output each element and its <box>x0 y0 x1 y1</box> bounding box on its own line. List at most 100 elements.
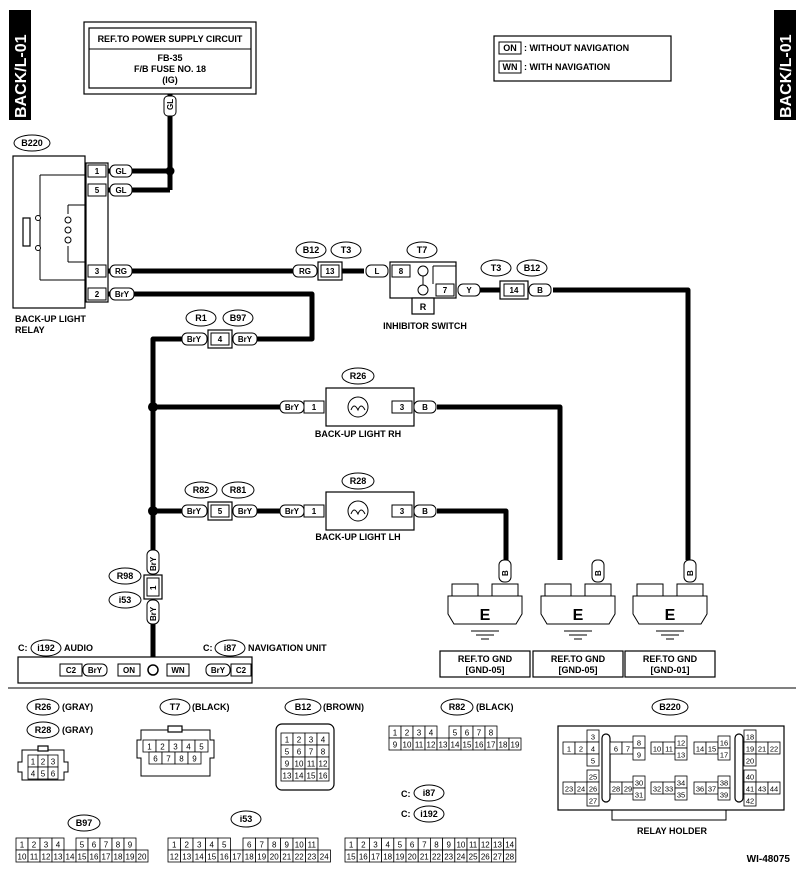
svg-text:R82: R82 <box>449 702 466 712</box>
pin-label: 11 <box>469 841 478 850</box>
pin-label: 6 <box>297 748 302 757</box>
svg-text:1: 1 <box>312 403 317 412</box>
pin-label: 19 <box>395 853 404 862</box>
pin-label: 6 <box>51 770 56 779</box>
pin-label: 24 <box>456 853 465 862</box>
svg-text:Y: Y <box>466 286 472 295</box>
svg-text:2: 2 <box>95 290 100 299</box>
relay-b220: B220 1 5 3 2 BACK-UP LIGHT RELAY <box>12 134 109 335</box>
pin-label: 3 <box>173 743 178 752</box>
pin-label: 25 <box>589 773 597 782</box>
power-ref-title: REF.TO POWER SUPPLY CIRCUIT <box>98 34 243 44</box>
pin-label: 23 <box>444 853 453 862</box>
svg-text:(BROWN): (BROWN) <box>323 702 364 712</box>
pin-label: 12 <box>481 841 490 850</box>
pin-label: 32 <box>653 785 661 794</box>
pin-label: 3 <box>373 841 378 850</box>
svg-text:13: 13 <box>326 267 335 276</box>
pin-label: 14 <box>66 853 75 862</box>
svg-text:i192: i192 <box>37 643 55 653</box>
ground-wire-label: B <box>501 570 510 576</box>
pin-label: 4 <box>321 736 326 745</box>
pin-label: 8 <box>116 841 121 850</box>
power-ref-line2: F/B FUSE NO. 18 <box>134 64 206 74</box>
pin-label: 12 <box>170 853 179 862</box>
svg-text:L: L <box>375 267 380 276</box>
svg-text:T7: T7 <box>170 702 181 712</box>
pin-label: 22 <box>770 745 778 754</box>
pin-label: 6 <box>247 841 252 850</box>
ground-ref-title: REF.TO GND <box>458 654 513 664</box>
pin-label: 5 <box>591 757 595 766</box>
pin-label: 18 <box>114 853 123 862</box>
pin-label: 11 <box>30 853 39 862</box>
lamp-rh-name: BACK-UP LIGHT RH <box>315 429 401 439</box>
pin-label: 18 <box>383 853 392 862</box>
pin-label: 19 <box>511 741 520 750</box>
ground-symbol: E <box>480 607 491 624</box>
ground-ref-title: REF.TO GND <box>551 654 606 664</box>
svg-text:NAVIGATION UNIT: NAVIGATION UNIT <box>248 643 327 653</box>
pin-label: 24 <box>577 785 585 794</box>
svg-text:BrY: BrY <box>238 507 253 516</box>
pin-label: 37 <box>708 785 716 794</box>
pin-label: 7 <box>422 841 427 850</box>
splice-rh <box>148 402 158 412</box>
svg-text:3: 3 <box>400 507 405 516</box>
svg-text:4: 4 <box>218 335 223 344</box>
pin-label: 2 <box>41 758 46 767</box>
pin-label: 7 <box>260 841 265 850</box>
svg-text:GL: GL <box>115 167 126 176</box>
svg-text:C:: C: <box>18 643 28 653</box>
svg-text:3: 3 <box>400 403 405 412</box>
pin-label: 28 <box>612 785 620 794</box>
audio-nav-section: C: i192 AUDIO C: i87 NAVIGATION UNIT C2 … <box>17 639 327 684</box>
svg-text:C2: C2 <box>236 666 247 675</box>
pin-label: 10 <box>456 841 465 850</box>
joint-connector-13: B12 T3 RG 13 <box>292 241 362 281</box>
power-ref-line1: FB-35 <box>157 53 182 63</box>
svg-text:14: 14 <box>510 286 519 295</box>
power-supply-ref-box: REF.TO POWER SUPPLY CIRCUIT FB-35 F/B FU… <box>83 21 257 95</box>
pin-label: 11 <box>307 760 316 769</box>
svg-text:RG: RG <box>299 267 311 276</box>
pin-label: 2 <box>405 729 410 738</box>
pin-label: 5 <box>41 770 46 779</box>
pin-label: 3 <box>417 729 422 738</box>
svg-text:WN: WN <box>171 666 185 675</box>
pin-label: 28 <box>505 853 514 862</box>
conn-r28: R28 (GRAY) <box>17 721 93 781</box>
pin-label: 25 <box>469 853 478 862</box>
pin-label: 8 <box>434 841 439 850</box>
pin-label: 1 <box>567 745 571 754</box>
pin-label: 1 <box>349 841 354 850</box>
pin-label: 42 <box>746 797 754 806</box>
splice-top <box>165 166 175 176</box>
pin-label: 21 <box>420 853 429 862</box>
pin-label: 9 <box>446 841 451 850</box>
pin-label: 10 <box>295 841 304 850</box>
legend-text-on: : WITHOUT NAVIGATION <box>524 43 629 53</box>
page-code-left: BACK/L-01 <box>13 34 30 118</box>
relay-wire-labels: GL GL RG BrY <box>109 164 135 301</box>
pin-label: 1 <box>20 841 25 850</box>
backup-light-rh: R26 BrY 1 3 B BACK-UP LIGHT RH <box>279 367 437 439</box>
pin-label: 41 <box>746 785 754 794</box>
pin-label: 3 <box>197 841 202 850</box>
svg-text:i192: i192 <box>420 809 438 819</box>
ground-ref-id: [GND-01] <box>650 665 689 675</box>
pin-label: 5 <box>453 729 458 738</box>
pin-label: 30 <box>635 779 643 788</box>
pin-label: 27 <box>493 853 502 862</box>
pin-label: 16 <box>720 739 728 748</box>
pin-label: 17 <box>487 741 496 750</box>
svg-text:(BLACK): (BLACK) <box>476 702 514 712</box>
pin-label: 43 <box>758 785 766 794</box>
svg-text:R28: R28 <box>35 725 52 735</box>
pin-label: 14 <box>451 741 460 750</box>
pin-label: 4 <box>429 729 434 738</box>
pin-label: 1 <box>147 743 152 752</box>
